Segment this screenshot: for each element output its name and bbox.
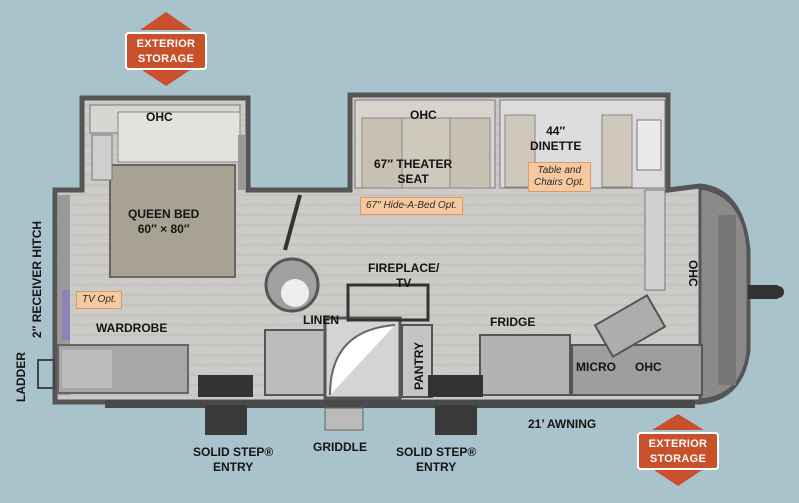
bathroom [264,194,430,400]
awning-label: 21’ AWNING [528,417,597,431]
wardrobe-label: WARDROBE [96,321,168,335]
queen-bed-label: QUEEN BED 60″ × 80″ [128,207,200,236]
pantry-cabinet [401,324,433,398]
hide-a-bed-option-tag: 67″ Hide-A-Bed Opt. [360,197,463,215]
bedroom-area [89,104,246,278]
front-cap [698,186,784,402]
ohc-front-label: OHC [686,260,700,287]
entry-steps [198,375,483,435]
ohc-kitchen-label: OHC [635,360,662,374]
exterior-storage-label-bottom: EXTERIOR STORAGE [648,438,708,465]
rear-wall [37,195,189,395]
table-chairs-option-tag: Table and Chairs Opt. [528,162,591,192]
ohc-living-label: OHC [410,108,437,122]
exterior-storage-badge-top: EXTERIOR STORAGE [125,32,207,70]
entry-right-label: SOLID STEP® ENTRY [396,445,477,474]
badge-top-tail [142,70,190,86]
living-slide [354,99,666,189]
receiver-hitch-label: 2″ RECEIVER HITCH [30,220,44,338]
badge-bottom-point [652,414,704,430]
exterior-storage-badge-bottom: EXTERIOR STORAGE [637,432,719,470]
linen-label: LINEN [303,313,339,327]
exterior-storage-label-top: EXTERIOR STORAGE [136,38,196,65]
theater-seat-label: 67″ THEATER SEAT [374,157,453,186]
fridge-label: FRIDGE [490,315,536,329]
badge-top-point [140,12,192,30]
ohc-bedroom-label: OHC [146,110,173,124]
fireplace-tv-label: FIREPLACE/ TV [368,261,440,290]
tv-option-tag: TV Opt. [76,291,123,309]
micro-label: MICRO [576,360,616,374]
griddle-label: GRIDDLE [313,440,367,454]
entry-left-label: SOLID STEP® ENTRY [193,445,274,474]
kitchen [479,189,703,396]
dinette-label: 44″ DINETTE [530,124,582,153]
pantry-label: PANTRY [412,342,426,390]
ladder-label: LADDER [14,352,28,402]
badge-bottom-tail [654,470,702,486]
